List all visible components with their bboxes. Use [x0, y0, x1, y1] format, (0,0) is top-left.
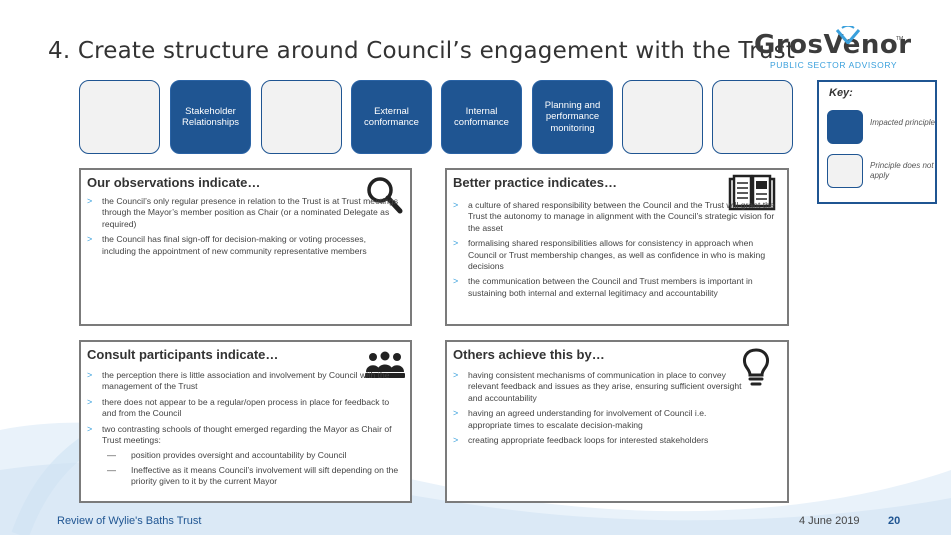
- key-legend: Key: Impacted principle Principle does n…: [817, 80, 937, 204]
- list-item: the Council has final sign-off for decis…: [87, 234, 399, 257]
- panel-title: Better practice indicates…: [453, 175, 618, 190]
- principle-box-internal-conformance: Internal conformance: [441, 80, 522, 154]
- others-list: having consistent mechanisms of communic…: [453, 370, 745, 450]
- panel-title: Our observations indicate…: [87, 175, 261, 190]
- list-item: having consistent mechanisms of communic…: [453, 370, 745, 404]
- observations-list: the Council’s only regular presence in r…: [87, 196, 399, 261]
- list-item: two contrasting schools of thought emerg…: [87, 424, 405, 447]
- list-item: there does not appear to be a regular/op…: [87, 397, 405, 420]
- lightbulb-icon: [743, 348, 769, 386]
- principle-box: [712, 80, 793, 154]
- principle-box-stakeholder-relationships: Stakeholder Relationships: [170, 80, 251, 154]
- key-title: Key:: [829, 87, 853, 99]
- principle-box-planning-performance: Planning and performance monitoring: [532, 80, 613, 154]
- list-item: a culture of shared responsibility betwe…: [453, 200, 779, 234]
- footer-date: 4 June 2019: [799, 515, 860, 527]
- logo-v-icon: [835, 26, 861, 44]
- list-item: creating appropriate feedback loops for …: [453, 435, 745, 447]
- observations-panel: Our observations indicate… the Council’s…: [79, 168, 412, 326]
- sub-list-item: Ineffective as it means Council’s involv…: [87, 465, 405, 488]
- key-swatch-not-apply: [827, 154, 863, 188]
- list-item: the perception there is little associati…: [87, 370, 405, 393]
- others-panel: Others achieve this by… having consisten…: [445, 340, 789, 503]
- list-item: formalising shared responsibilities allo…: [453, 238, 779, 272]
- better-practice-panel: Better practice indicates… a culture of …: [445, 168, 789, 326]
- principle-box: [622, 80, 703, 154]
- sub-list-item: position provides oversight and accounta…: [87, 450, 405, 462]
- consult-list: the perception there is little associati…: [87, 370, 405, 491]
- list-item: the communication between the Council an…: [453, 276, 779, 299]
- logo-trademark: TM: [896, 36, 904, 42]
- key-label-not-apply: Principle does not apply: [870, 161, 934, 180]
- list-item: having an agreed understanding for invol…: [453, 408, 745, 431]
- consult-panel: Consult participants indicate… the perce…: [79, 340, 412, 503]
- better-practice-list: a culture of shared responsibility betwe…: [453, 200, 779, 303]
- key-label-impacted: Impacted principle: [870, 118, 935, 127]
- footer-report-title: Review of Wylie's Baths Trust: [57, 515, 202, 527]
- panel-title: Others achieve this by…: [453, 347, 605, 362]
- slide-title: 4. Create structure around Council’s eng…: [48, 38, 796, 64]
- panel-title: Consult participants indicate…: [87, 347, 279, 362]
- logo-wordmark: GrosVenor: [754, 30, 912, 60]
- principle-box: [261, 80, 342, 154]
- logo-tagline: PUBLIC SECTOR ADVISORY: [770, 60, 898, 70]
- page-number: 20: [888, 515, 901, 527]
- grosvenor-logo: GrosVenor TM PUBLIC SECTOR ADVISORY: [752, 26, 911, 74]
- principle-box-external-conformance: External conformance: [351, 80, 432, 154]
- principle-box: [79, 80, 160, 154]
- key-swatch-impacted: [827, 110, 863, 144]
- list-item: the Council’s only regular presence in r…: [87, 196, 399, 230]
